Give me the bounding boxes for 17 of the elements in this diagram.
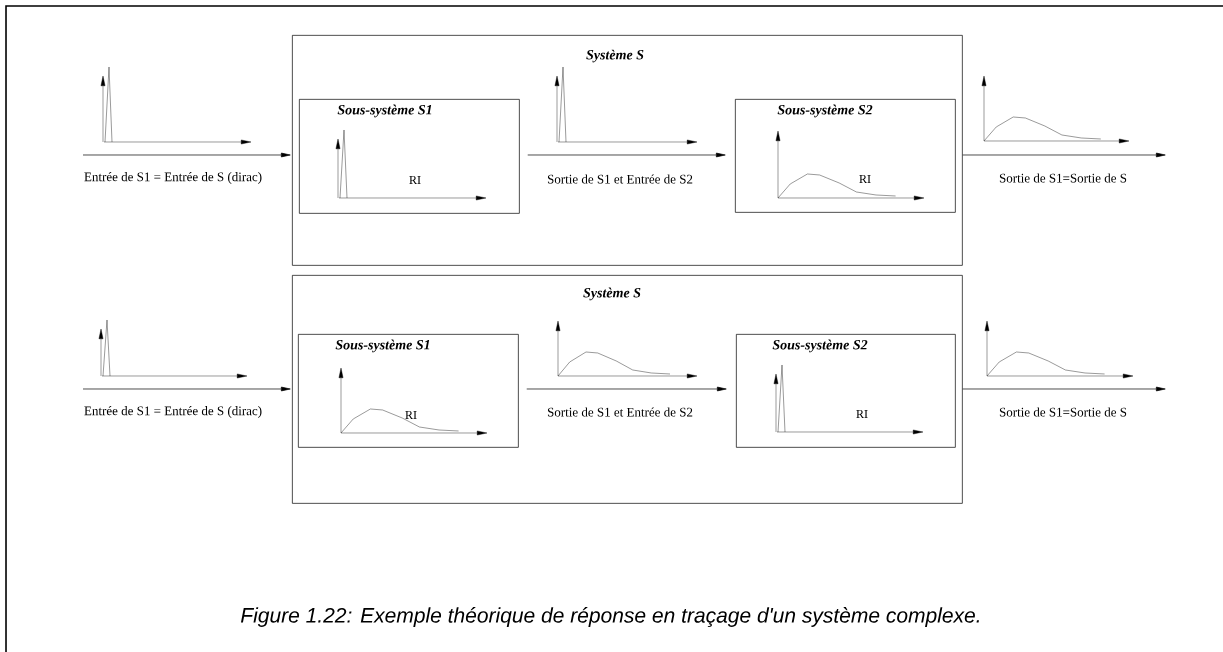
figure-caption: Figure 1.22: Exemple théorique de réponse en traçage d'un système complexe. [240,607,979,627]
edge-label: Sortie de S1=Sortie de S [998,172,1128,184]
arrow [82,386,291,392]
edge-label: Sortie de S1 et Entrée de S2 [546,173,694,185]
axis-label: RI [405,411,417,419]
axis-label: RI [856,410,868,418]
edge-label: Entrée de S1 = Entrée de S (dirac) [83,171,264,185]
axis-label: RI [409,176,421,184]
axis-label: RI [859,175,871,183]
edge-label: Sortie de S1=Sortie de S [998,406,1128,418]
edge-label: Entrée de S1 = Entrée de S (dirac) [83,405,264,419]
arrow [527,152,726,158]
arrow [962,386,1166,392]
arrow [962,152,1166,158]
arrow [82,152,291,158]
edge-label: Sortie de S1 et Entrée de S2 [546,406,694,418]
arrow [526,386,727,392]
